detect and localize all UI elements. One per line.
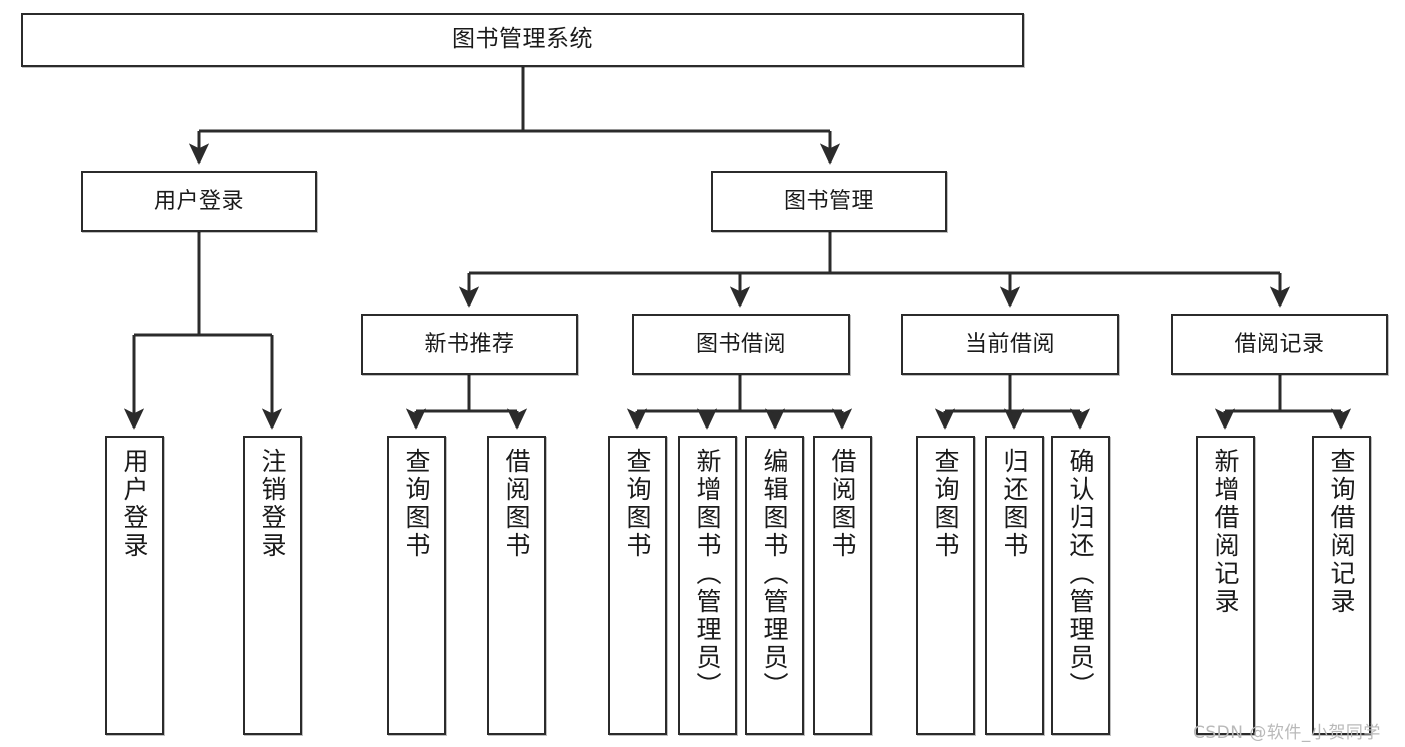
node-label: 借阅图书 [828,448,857,560]
node-label: 用户登录 [153,188,244,214]
node-leaf-query-book-recommend[interactable]: 查询图书 [387,436,446,735]
node-leaf-add-book-admin[interactable]: 新增图书（管理员） [678,436,737,735]
node-leaf-query-book-borrow[interactable]: 查询图书 [608,436,667,735]
node-label: 确认归还（管理员） [1066,448,1095,700]
node-label: 查询图书 [623,448,652,560]
node-leaf-return-book[interactable]: 归还图书 [985,436,1044,735]
node-book-borrow[interactable]: 图书借阅 [632,314,850,375]
node-user-login[interactable]: 用户登录 [81,171,317,232]
node-leaf-edit-book-admin[interactable]: 编辑图书（管理员） [745,436,804,735]
watermark-credit: CSDN @软件_小贺同学 [1193,723,1381,743]
node-borrow-record[interactable]: 借阅记录 [1171,314,1388,375]
node-leaf-add-borrow-record[interactable]: 新增借阅记录 [1196,436,1255,735]
node-label: 查询图书 [402,448,431,560]
node-label: 借阅记录 [1234,331,1325,357]
node-leaf-logout[interactable]: 注销登录 [243,436,302,735]
node-label: 新书推荐 [424,331,515,357]
node-label: 新增借阅记录 [1211,448,1240,616]
node-label: 图书管理 [783,188,874,214]
node-leaf-confirm-return-admin[interactable]: 确认归还（管理员） [1051,436,1110,735]
node-label: 归还图书 [1000,448,1029,560]
node-leaf-user-login[interactable]: 用户登录 [105,436,164,735]
node-label: 图书借阅 [695,331,786,357]
node-label: 图书管理系统 [452,26,593,53]
node-new-book-recommend[interactable]: 新书推荐 [361,314,578,375]
node-leaf-query-borrow-record[interactable]: 查询借阅记录 [1312,436,1371,735]
node-label: 查询图书 [931,448,960,560]
node-label: 新增图书（管理员） [693,448,722,700]
node-label: 编辑图书（管理员） [760,448,789,700]
node-leaf-borrow-book-recommend[interactable]: 借阅图书 [487,436,546,735]
node-leaf-borrow-book[interactable]: 借阅图书 [813,436,872,735]
node-label: 注销登录 [258,448,287,560]
node-book-management[interactable]: 图书管理 [711,171,947,232]
node-label: 借阅图书 [502,448,531,560]
node-label: 用户登录 [120,448,149,560]
node-label: 查询借阅记录 [1327,448,1356,616]
node-leaf-query-book-current[interactable]: 查询图书 [916,436,975,735]
node-label: 当前借阅 [964,331,1055,357]
node-root-book-management-system[interactable]: 图书管理系统 [21,13,1024,67]
node-current-borrow[interactable]: 当前借阅 [901,314,1119,375]
